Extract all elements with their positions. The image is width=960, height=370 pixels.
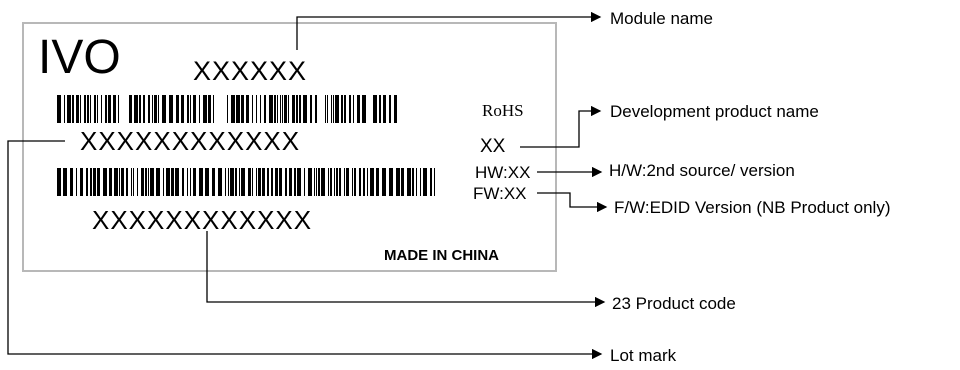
development-name-leader bbox=[520, 105, 602, 148]
annotation-module-name: Module name bbox=[610, 9, 714, 28]
fw-version-text: FW:XX bbox=[473, 184, 527, 203]
hw-version-text: HW:XX bbox=[475, 163, 531, 182]
annotation-development-product-name: Development product name bbox=[610, 102, 819, 121]
product-label bbox=[22, 22, 557, 272]
annotation-product-code: 23 Product code bbox=[612, 294, 736, 313]
product-code-text: XXXXXXXXXXXX bbox=[92, 205, 313, 235]
annotation-hw-version: H/W:2nd source/ version bbox=[609, 161, 795, 180]
rohs-mark: RoHS bbox=[482, 101, 524, 120]
product-barcode bbox=[57, 168, 435, 196]
development-product-code: XX bbox=[480, 136, 506, 157]
annotation-lot-mark: Lot mark bbox=[610, 346, 677, 365]
product-code-leader bbox=[206, 231, 606, 308]
module-name-leader bbox=[296, 11, 602, 50]
fw-leader bbox=[537, 192, 608, 213]
module-name-code: XXXXXX bbox=[193, 56, 308, 86]
lot-mark-code: XXXXXXXXXXXX bbox=[80, 126, 301, 156]
annotation-fw-version: F/W:EDID Version (NB Product only) bbox=[614, 198, 891, 217]
made-in-text: MADE IN CHINA bbox=[384, 247, 499, 264]
lot-mark-leader bbox=[7, 140, 603, 360]
brand-logo-text: IVO bbox=[38, 31, 121, 84]
lot-barcode bbox=[57, 95, 397, 123]
